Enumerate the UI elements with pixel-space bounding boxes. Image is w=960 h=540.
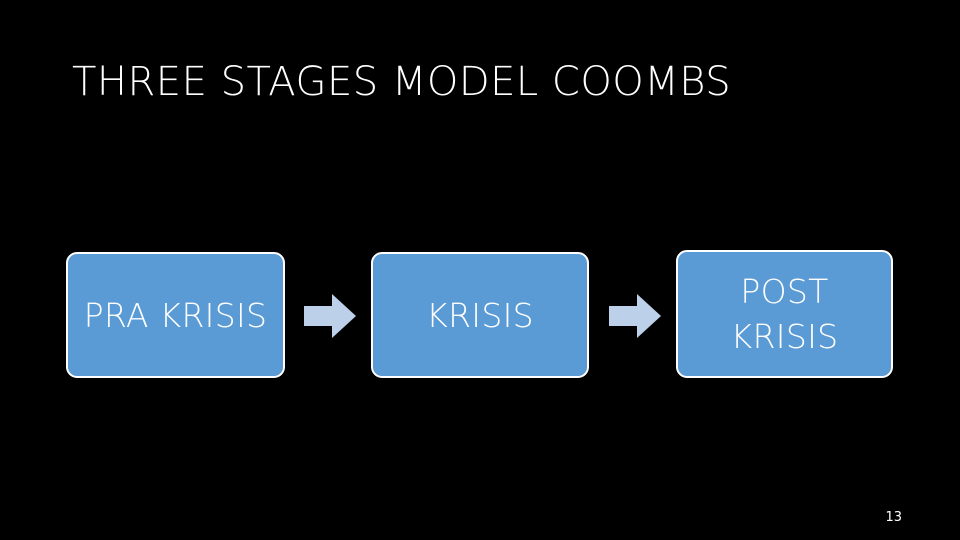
stage-box-krisis[interactable]: KRISIS: [371, 252, 589, 378]
arrow-right-icon: [609, 292, 661, 340]
page-number: 13: [885, 510, 902, 525]
page-title: THREE STAGES MODEL COOMBS: [72, 59, 732, 105]
stage-box-pra-krisis[interactable]: PRA KRISIS: [66, 252, 285, 378]
stage-box-label: KRISIS: [426, 295, 534, 335]
arrow-right-icon: [304, 292, 356, 340]
stage-box-label: PRA KRISIS: [83, 295, 268, 335]
